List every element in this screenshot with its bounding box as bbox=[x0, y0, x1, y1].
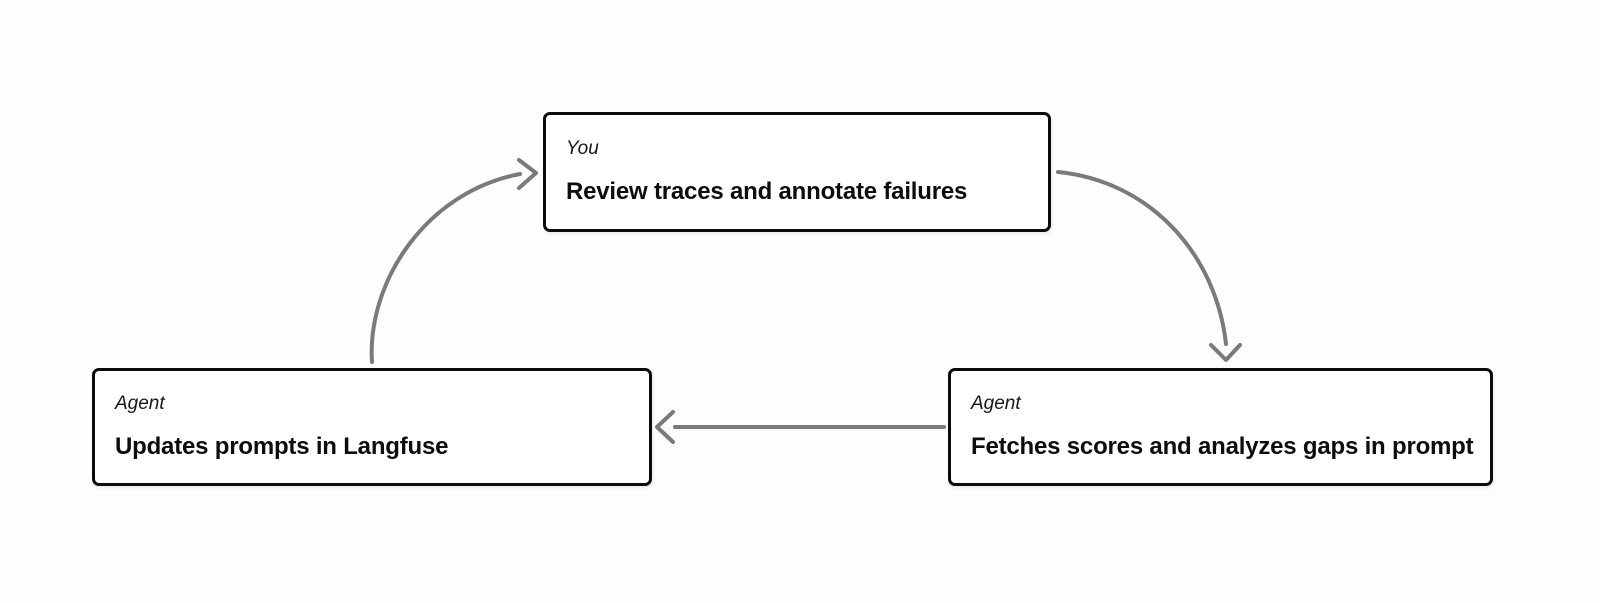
node-title: Fetches scores and analyzes gaps in prom… bbox=[971, 432, 1474, 460]
node-actor-label: Agent bbox=[115, 392, 165, 414]
node-title: Updates prompts in Langfuse bbox=[115, 432, 449, 460]
arrow-fetches-to-updates bbox=[655, 410, 946, 444]
node-actor-label: Agent bbox=[971, 392, 1021, 414]
node-updates-prompts: Agent Updates prompts in Langfuse bbox=[92, 368, 652, 486]
arrow-review-to-fetches bbox=[1056, 170, 1242, 362]
node-actor-label: You bbox=[566, 137, 599, 159]
arrow-updates-to-review bbox=[369, 158, 538, 364]
node-fetches-scores: Agent Fetches scores and analyzes gaps i… bbox=[948, 368, 1493, 486]
arrow-curve bbox=[369, 172, 522, 364]
arrowhead-right-icon bbox=[517, 158, 538, 190]
node-title: Review traces and annotate failures bbox=[566, 177, 968, 205]
arrowhead-down-icon bbox=[1209, 343, 1242, 362]
node-review-traces: You Review traces and annotate failures bbox=[543, 112, 1051, 232]
arrowhead-left-icon bbox=[655, 410, 675, 444]
arrow-curve bbox=[1056, 170, 1228, 346]
